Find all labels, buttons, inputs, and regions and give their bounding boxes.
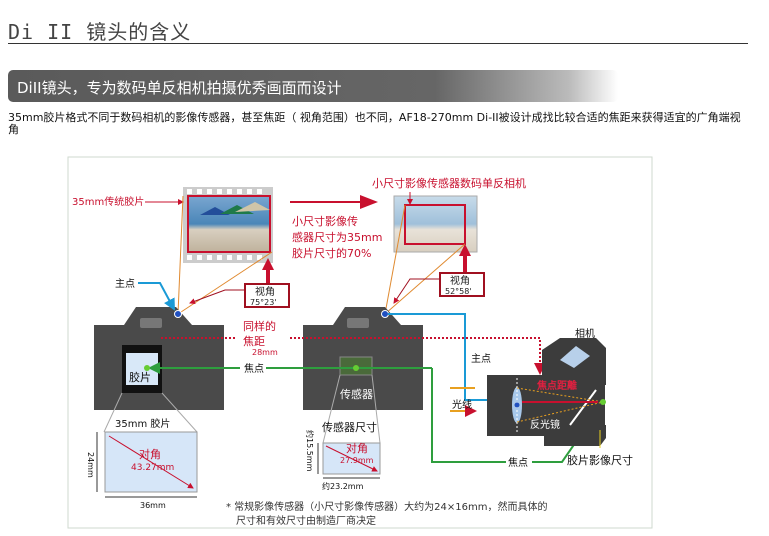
section-banner: DiII镜头，专为数码单反相机拍摄优秀画面而设计 xyxy=(8,70,618,102)
intro-paragraph: 35mm胶片格式不同于数码相机的影像传感器，甚至焦距（ 视角范围）也不同，AF1… xyxy=(8,111,741,136)
same-focal-label: 同样的 焦距 28mm xyxy=(243,319,280,357)
sensor-box-title1: APS-C xyxy=(338,411,368,422)
sensor-diag-label: 对角 xyxy=(346,441,368,455)
film-diag-label: 对角 xyxy=(139,447,161,461)
sensor-height: 约15.5mm xyxy=(305,430,315,472)
banner-text: DiII镜头，专为数码单反相机拍摄优秀画面而设计 xyxy=(17,79,342,97)
film-label: 35mm传统胶片 xyxy=(72,195,144,208)
diagram-frame xyxy=(67,156,653,529)
focal-distance-label: 焦点距離 xyxy=(536,379,577,392)
principal-point-dslr xyxy=(381,310,389,318)
light-rays-label: 光线 xyxy=(452,398,472,411)
film-strip-image xyxy=(183,187,273,263)
principal-point-film xyxy=(174,310,182,318)
camera-side-view xyxy=(487,338,607,446)
view-angle-sensor-value: 52°58' xyxy=(445,287,472,296)
camera-label: 相机 xyxy=(575,327,595,340)
film-in-camera-label: 胶片 xyxy=(129,370,151,384)
view-angle-label: 视角 xyxy=(255,285,275,298)
film-height: 24mm xyxy=(86,452,95,478)
film-image-size-label: 胶片影像尺寸 xyxy=(567,453,633,467)
film-width: 36mm xyxy=(140,501,166,510)
sensor-in-camera-label: 传感器 xyxy=(340,388,373,401)
view-angle-box-film xyxy=(244,283,290,308)
sensor-width: 约23.2mm xyxy=(322,481,364,491)
camera-film xyxy=(94,307,224,410)
focal-point-label: 焦点 xyxy=(244,362,264,375)
footnote: * 常规影像传感器（小尺寸影像传感器）大约为24×16mm，然而具体的 尺寸和有… xyxy=(226,500,551,527)
film-box-title: 35mm 胶片 xyxy=(115,417,170,430)
film-diag-value: 43.27mm xyxy=(131,463,174,473)
focal-point-label-2: 焦点 xyxy=(508,456,528,469)
sensor-image xyxy=(393,195,478,253)
principal-point-label: 主点 xyxy=(115,278,135,290)
ratio-note: 小尺寸影像传 感器尺寸为35mm 胶片尺寸的70% xyxy=(292,214,386,260)
page-title: Di II 镜头的含义 xyxy=(8,20,192,44)
dslr-label: 小尺寸影像传感器数码单反相机 xyxy=(372,176,526,190)
view-angle-film-value: 75°23' xyxy=(250,298,277,307)
view-angle-box-sensor xyxy=(439,272,485,297)
title-divider xyxy=(8,43,748,44)
big-arrow-right xyxy=(290,195,378,209)
mirror-label: 反光镜 xyxy=(530,418,560,431)
principal-point-label-2: 主点 xyxy=(471,353,491,365)
sensor-box-title2: 传感器尺寸 xyxy=(322,420,377,434)
view-angle-label: 视角 xyxy=(450,274,470,287)
sensor-diag-value: 27.9mm xyxy=(340,456,374,465)
